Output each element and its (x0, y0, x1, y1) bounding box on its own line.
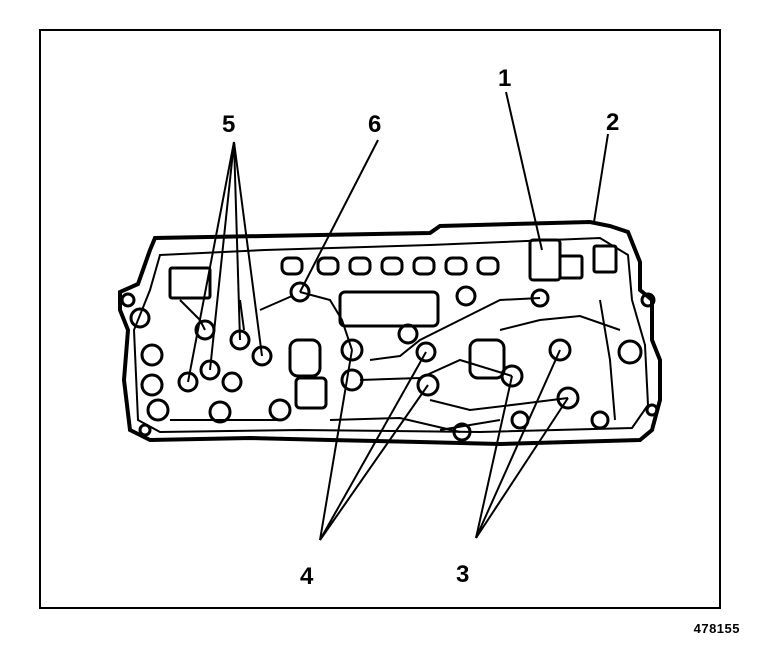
callout-2: 2 (606, 109, 619, 136)
leader-3b (475, 349, 561, 539)
circuit-board (118, 219, 662, 447)
callout-6: 6 (368, 111, 381, 138)
leader-5c (233, 141, 241, 341)
left-bulb-sockets (129, 281, 311, 424)
right-bulb-sockets (500, 288, 643, 430)
callout-1: 1 (498, 65, 511, 92)
mounting-ears (120, 292, 659, 437)
leader-6 (299, 139, 379, 293)
top-terminal-row (280, 256, 500, 276)
circuit-traces (170, 291, 621, 433)
leader-5a (187, 141, 235, 383)
callout-5: 5 (222, 111, 235, 138)
leader-1 (505, 91, 543, 251)
leader-4c (319, 384, 429, 541)
callout-3: 3 (456, 561, 469, 588)
leader-2 (593, 133, 609, 223)
leader-lines (187, 91, 609, 541)
leader-3a (475, 375, 513, 539)
figure-id: 478155 (693, 621, 740, 636)
callout-labels: 1 2 3 4 5 6 (222, 65, 619, 590)
board-inner-outline (132, 236, 650, 434)
figure-frame (39, 29, 721, 609)
connector-blocks (168, 238, 618, 410)
leader-5d (233, 141, 263, 357)
center-bulb-sockets (340, 285, 477, 442)
leader-5b (209, 141, 235, 371)
callout-4: 4 (300, 563, 314, 590)
leader-4b (319, 351, 427, 541)
leader-3c (475, 397, 569, 539)
leader-4a (319, 349, 353, 541)
